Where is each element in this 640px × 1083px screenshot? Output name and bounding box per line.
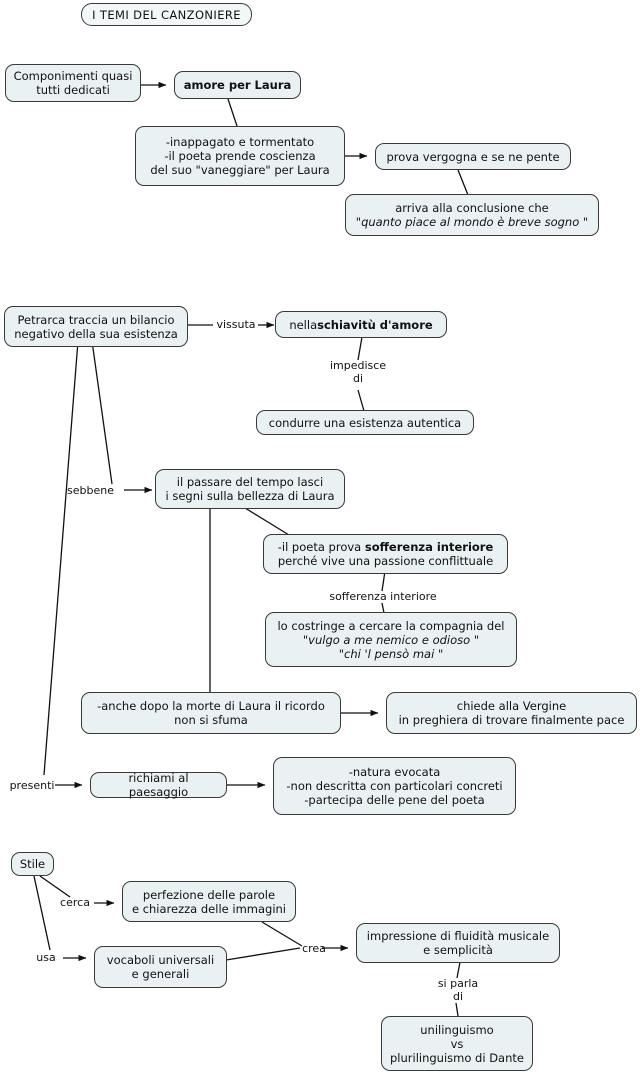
node-prova-vergogna[interactable]: prova vergogna e se ne pente (375, 143, 571, 170)
node-lo-costringe-line3: "chi 'l pensò mai " (338, 646, 444, 661)
node-condurre-esistenza[interactable]: condurre una esistenza autentica (256, 410, 474, 435)
node-lo-costringe[interactable]: lo costringe a cercare la compagnia del … (265, 612, 517, 667)
node-amore-per-laura[interactable]: amore per Laura (174, 71, 301, 99)
node-schiavitu-prefix: nella (289, 317, 318, 332)
node-sofferenza-line2: perché vive una passione conflittuale (277, 554, 494, 568)
node-amore-per-laura-label: amore per Laura (183, 78, 292, 92)
node-arriva-conclusione-line1: arriva alla conclusione che (395, 201, 549, 215)
edge-label-si-parla-di: si parla di (437, 977, 479, 1003)
edge-impedisce-condurre (357, 389, 365, 412)
edge-amore-inappagato (227, 98, 239, 130)
node-chiede-vergine[interactable]: chiede alla Vergine in preghiera di trov… (386, 692, 637, 734)
edge-petrarca-presenti (43, 340, 79, 776)
node-schiavitu-bold: schiavitù d'amore (317, 317, 433, 332)
edge-impressione-siparla (456, 961, 461, 979)
node-sofferenza-line1: -il poeta prova sofferenza interiore (278, 540, 494, 554)
edge-label-vissuta: vissuta (216, 318, 256, 331)
node-arriva-conclusione[interactable]: arriva alla conclusione che "quanto piac… (345, 194, 599, 236)
node-lo-costringe-line2: "vulgo a me nemico e odioso " (302, 632, 480, 647)
edge-label-crea: crea (302, 942, 326, 955)
node-sofferenza-line1-prefix: -il poeta prova (277, 540, 365, 554)
node-lo-costringe-line1: lo costringe a cercare la compagnia del (277, 618, 505, 633)
node-inappagato[interactable]: -inappagato e tormentato -il poeta prend… (135, 126, 345, 186)
edge-sofferenza-label (381, 570, 386, 592)
edge-label-usa: usa (36, 951, 56, 964)
node-passare-tempo[interactable]: il passare del tempo lasci i segni sulla… (155, 469, 345, 509)
edge-schiavitu-impedisce (357, 336, 363, 361)
edge-vocaboli-crea (225, 947, 301, 961)
node-morte-laura[interactable]: -anche dopo la morte di Laura il ricordo… (81, 692, 341, 734)
node-title[interactable]: I TEMI DEL CANZONIERE (81, 3, 252, 26)
edge-label-sebbene: sebbene (67, 484, 114, 497)
edge-stile-cerca (39, 875, 71, 898)
edge-siparla-unilinguismo (455, 1002, 459, 1017)
edge-label-sofferenza-interiore: sofferenza interiore (329, 590, 437, 603)
node-sofferenza-line1-bold: sofferenza interiore (364, 540, 494, 554)
node-schiavitu-amore[interactable]: nella schiavitù d'amore (275, 311, 447, 338)
node-componimenti[interactable]: Componimenti quasi tutti dedicati (5, 64, 141, 102)
edge-label-impedisce-di: impedisce di (329, 359, 387, 385)
node-perfezione-parole[interactable]: perfezione delle parole e chiarezza dell… (122, 881, 296, 922)
edge-passare-sofferenza (244, 507, 290, 536)
node-petrarca-bilancio[interactable]: Petrarca traccia un bilancio negativo de… (4, 306, 188, 347)
node-natura-evocata[interactable]: -natura evocata -non descritta con parti… (273, 757, 516, 815)
node-vocaboli-universali[interactable]: vocaboli universali e generali (94, 946, 227, 988)
edge-stile-usa (33, 875, 51, 951)
edge-perfezione-crea (261, 921, 303, 947)
edge-label-presenti: presenti (9, 779, 55, 792)
edge-label-cerca: cerca (60, 896, 90, 909)
node-unilinguismo[interactable]: unilinguismo vs plurilinguismo di Dante (381, 1016, 533, 1071)
edge-petrarca-sebbene (91, 340, 113, 485)
node-stile[interactable]: Stile (11, 852, 54, 876)
node-impressione-fluidita[interactable]: impressione di fluidità musicale e sempl… (356, 923, 560, 963)
edge-vergogna-conclusione (457, 169, 469, 196)
node-sofferenza-interiore[interactable]: -il poeta prova sofferenza interiore per… (263, 534, 508, 574)
node-richiami-paesaggio[interactable]: richiami al paesaggio (90, 771, 227, 799)
node-arriva-conclusione-line2: "quanto piace al mondo è breve sogno " (355, 215, 589, 229)
